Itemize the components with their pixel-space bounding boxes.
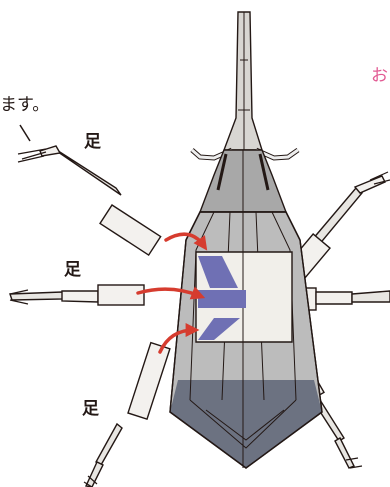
leg-label-middle: 足 [64,262,81,279]
leg-middle-left [10,285,144,305]
beetle-body [170,12,322,468]
tick-mark [20,125,30,141]
leg-label-upper: 足 [84,134,101,151]
snout [224,12,262,150]
blue-fold-middle [198,290,246,308]
leg-label-lower: 足 [82,401,99,418]
leg-upper-left [18,146,161,255]
